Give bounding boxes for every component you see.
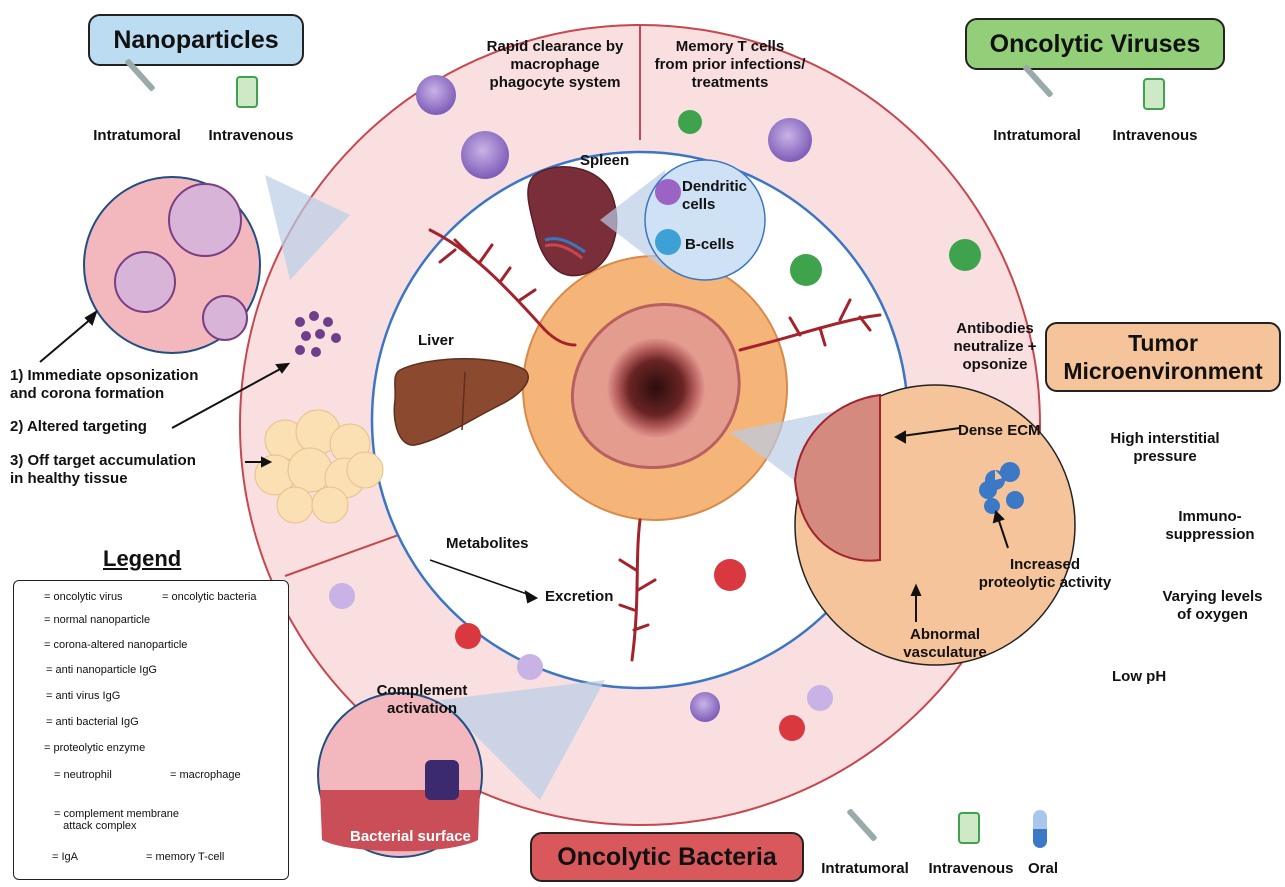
legend-bacteria: = oncolytic bacteria — [162, 591, 257, 603]
spleen-label: Spleen — [580, 152, 630, 169]
virus-route-intratumoral: Intratumoral — [993, 127, 1081, 144]
bacteria-route-oral: Oral — [1027, 860, 1058, 877]
rapid-clearance-label: Rapid clearance by macrophage phagocyte … — [486, 38, 624, 91]
pill-icon — [1033, 810, 1047, 848]
header-nanoparticles: Nanoparticles — [88, 14, 304, 66]
spleen-organ — [527, 166, 618, 277]
complement-activation-label: Complement activation — [376, 682, 468, 717]
legend-mac: = complement membrane attack complex — [54, 808, 180, 832]
legend-enzyme: = proteolytic enzyme — [44, 742, 146, 754]
liver-organ — [393, 358, 529, 446]
header-oncolytic-bacteria: Oncolytic Bacteria — [530, 832, 804, 882]
dendritic-cells-label: Dendritic cells — [682, 178, 748, 213]
legend-normal-np: = normal nanoparticle — [44, 614, 151, 626]
healthy-tissue-cluster — [254, 409, 384, 524]
tme-feature-immunosuppression: Immuno- suppression — [1165, 508, 1255, 543]
memory-t-cells-label: Memory T cells from prior infections/ tr… — [654, 38, 806, 91]
b-cells-label: B-cells — [685, 236, 735, 253]
nano-step-3: 3) Off target accumulation in healthy ti… — [10, 452, 196, 487]
tme-feature-ph: Low pH — [1112, 668, 1167, 685]
header-tumor-microenvironment: Tumor Microenvironment — [1045, 322, 1281, 392]
proteolytic-enzymes — [979, 462, 1024, 514]
iv-bag-icon — [1143, 78, 1165, 110]
nano-route-intratumoral: Intratumoral — [93, 127, 181, 144]
legend-anti-virus: = anti virus IgG — [46, 690, 121, 702]
legend-anti-bact: = anti bacterial IgG — [46, 716, 139, 728]
tumor-core — [606, 337, 706, 439]
iv-bag-icon — [958, 812, 980, 844]
legend-neutrophil: = neutrophil — [54, 769, 112, 781]
legend-anti-np: = anti nanoparticle IgG — [46, 664, 157, 676]
tme-feature-pressure: High interstitial pressure — [1110, 430, 1220, 465]
iv-bag-icon — [236, 76, 258, 108]
legend-iga: = IgA — [52, 851, 78, 863]
legend-virus: = oncolytic virus — [44, 591, 123, 603]
corona-nanoparticle-cluster — [295, 311, 341, 357]
nano-step-2: 2) Altered targeting — [10, 418, 147, 435]
liver-label: Liver — [418, 332, 454, 349]
legend-title: Legend — [103, 546, 182, 571]
legend-corona-np: = corona-altered nanoparticle — [44, 639, 188, 651]
nano-route-intravenous: Intravenous — [208, 127, 294, 144]
bacteria-route-intravenous: Intravenous — [928, 860, 1014, 877]
legend-memory-t: = memory T-cell — [146, 851, 225, 863]
proteolytic-label: Increased proteolytic activity — [978, 556, 1112, 591]
tme-feature-oxygen: Varying levels of oxygen — [1162, 588, 1263, 623]
legend-macrophage: = macrophage — [170, 769, 241, 781]
antibodies-label: Antibodies neutralize + opsonize — [953, 320, 1037, 373]
virus-route-intravenous: Intravenous — [1112, 127, 1198, 144]
nano-step-1: 1) Immediate opsonization and corona for… — [10, 367, 199, 402]
legend-box — [13, 580, 289, 880]
membrane-attack-complex — [425, 760, 459, 800]
abnormal-vasculature-label: Abnormal vasculature — [903, 626, 987, 661]
metabolites-label: Metabolites — [446, 535, 529, 552]
dense-ecm-label: Dense ECM — [958, 422, 1041, 439]
bacteria-route-intratumoral: Intratumoral — [821, 860, 909, 877]
excretion-label: Excretion — [545, 588, 614, 605]
blood-vessels — [428, 228, 882, 662]
bacterial-surface-label: Bacterial surface — [350, 828, 471, 845]
header-oncolytic-viruses: Oncolytic Viruses — [965, 18, 1225, 70]
